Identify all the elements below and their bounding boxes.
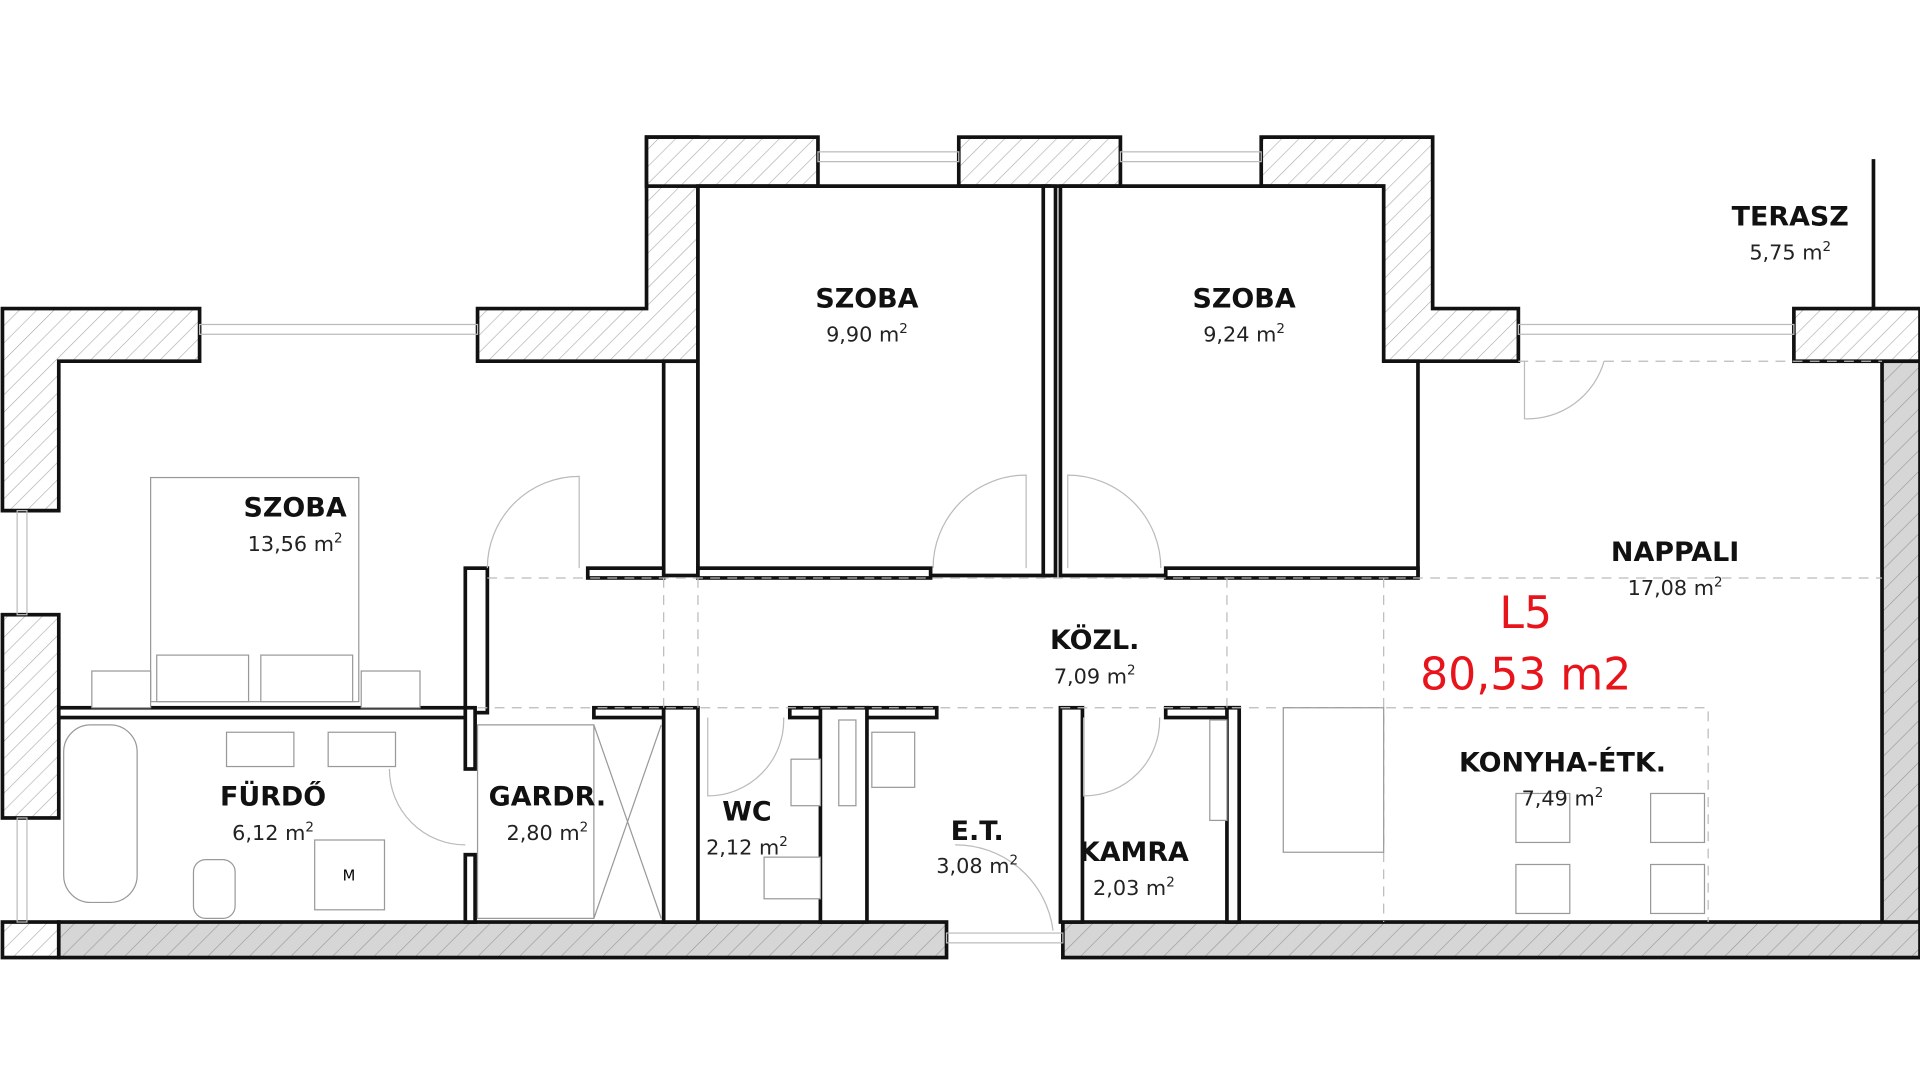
interior-walls — [56, 184, 1420, 924]
room-area: 2,03 m2 — [1093, 876, 1175, 901]
room-nappali: NAPPALI 17,08 m2 — [1611, 537, 1739, 600]
room-szoba-1: SZOBA 13,56 m2 — [244, 493, 347, 556]
windows — [16, 151, 1876, 944]
room-name: E.T. — [951, 816, 1004, 847]
room-name: GARDR. — [489, 782, 606, 813]
room-area: 5,75 m2 — [1749, 240, 1831, 265]
unit-summary: L5 80,53 m2 — [1420, 588, 1631, 700]
room-kamra: KAMRA 2,03 m2 — [1079, 837, 1189, 900]
room-konyha: KONYHA-ÉTK. 7,49 m2 — [1459, 746, 1666, 810]
room-area: 17,08 m2 — [1628, 576, 1723, 601]
room-name: KÖZL. — [1050, 623, 1139, 656]
room-name: KAMRA — [1079, 837, 1189, 868]
room-szoba-3: SZOBA 9,24 m2 — [1193, 283, 1296, 346]
room-et: E.T. 3,08 m2 — [936, 816, 1018, 878]
room-name: SZOBA — [815, 283, 918, 314]
room-area: 2,80 m2 — [506, 820, 588, 845]
room-name: SZOBA — [1193, 283, 1296, 314]
room-name: WC — [722, 796, 771, 827]
doors — [388, 360, 1883, 931]
room-area: 2,12 m2 — [706, 835, 788, 860]
room-area: 9,90 m2 — [826, 322, 908, 347]
room-labels: SZOBA 13,56 m2 SZOBA 9,90 m2 SZOBA 9,24 … — [220, 201, 1849, 900]
room-name: TERASZ — [1732, 201, 1849, 232]
room-kozl: KÖZL. 7,09 m2 — [1050, 623, 1139, 688]
room-terasz: TERASZ 5,75 m2 — [1732, 201, 1849, 264]
room-area: 3,08 m2 — [936, 853, 1018, 878]
room-furdo: FÜRDŐ 6,12 m2 — [220, 780, 326, 845]
room-area: 9,24 m2 — [1203, 322, 1285, 347]
unit-total-area: 80,53 m2 — [1420, 649, 1631, 700]
room-name: FÜRDŐ — [220, 780, 326, 813]
room-name: KONYHA-ÉTK. — [1459, 746, 1666, 778]
room-area: 13,56 m2 — [248, 531, 343, 556]
room-gardr: GARDR. 2,80 m2 — [489, 782, 606, 845]
room-area: 7,49 m2 — [1522, 786, 1604, 811]
room-area: 6,12 m2 — [232, 820, 314, 845]
room-wc: WC 2,12 m2 — [706, 796, 788, 859]
room-name: NAPPALI — [1611, 537, 1739, 568]
furniture: M — [63, 476, 1706, 919]
washer-label: M — [343, 867, 356, 884]
unit-label: L5 — [1499, 588, 1552, 639]
room-name: SZOBA — [244, 493, 347, 524]
room-area: 7,09 m2 — [1054, 664, 1136, 689]
room-szoba-2: SZOBA 9,90 m2 — [815, 283, 918, 346]
